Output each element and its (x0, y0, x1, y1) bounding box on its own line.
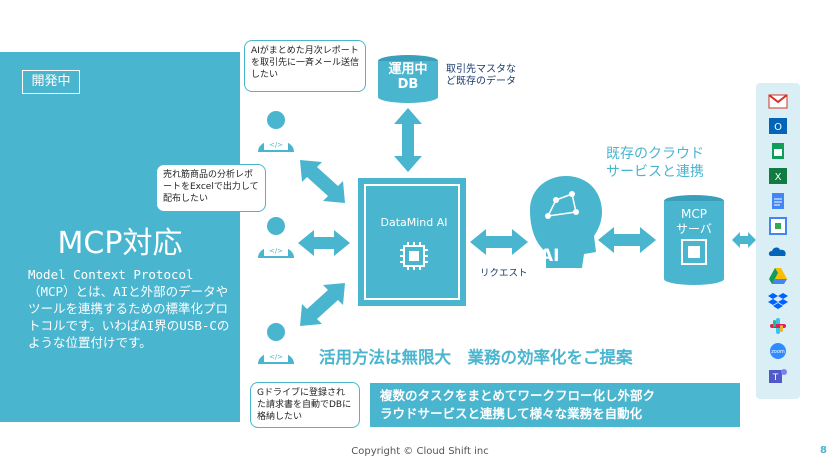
speech-bubble-bottom: Gドライブに登録された請求書を自動でDBに格納したい (250, 382, 360, 428)
services-arrow (732, 232, 756, 248)
request-label: リクエスト (480, 268, 528, 279)
user-icon: </> (258, 323, 294, 364)
speech-bubble-top: AIがまとめた月次レポートを取引先に一斉メール送信したい (244, 40, 366, 92)
left-panel (0, 52, 240, 422)
user1-arrow (300, 160, 345, 203)
status-tag: 開発中 (22, 70, 80, 94)
user2-arrow (298, 230, 350, 256)
page-number: 8 (820, 445, 827, 456)
svg-text:T: T (772, 373, 779, 383)
user3-arrow (300, 283, 345, 326)
zoom-icon: zoom (770, 343, 786, 359)
svg-text:</>: </> (269, 247, 283, 255)
svg-text:X: X (775, 172, 782, 183)
gmail-icon (768, 94, 788, 109)
svg-text:zoom: zoom (771, 349, 785, 355)
google-docs-icon (772, 193, 784, 209)
server-arrow (598, 227, 656, 253)
user-icon: </> (258, 217, 294, 258)
svg-text:</>: </> (269, 141, 283, 149)
page-title: MCP対応 (57, 226, 183, 261)
database-icon (378, 55, 438, 103)
copyright: Copyright © Cloud Shift inc (351, 446, 489, 457)
datamind-label: DataMind AI (380, 216, 448, 229)
services-column: O X zoom T (756, 83, 800, 399)
db-arrow (394, 108, 422, 172)
outlook-icon: O (769, 118, 787, 134)
ai-head-icon (530, 176, 602, 268)
google-calendar-icon (769, 217, 787, 235)
teams-icon: T (769, 369, 787, 383)
onedrive-icon (768, 247, 786, 256)
db-note: 取引先マスタなど既存のデータ (446, 64, 516, 87)
slack-icon (770, 318, 786, 334)
cloud-note: 既存のクラウドサービスと連携 (606, 146, 704, 180)
ai-label: AI (540, 246, 560, 266)
datamind-box: DataMind AI (358, 178, 466, 306)
mcp-description: Model Context Protocol（MCP）とは、AIと外部のデータや… (28, 267, 230, 350)
excel-icon: X (769, 168, 787, 184)
mcp-server-icon (664, 195, 724, 285)
google-sheets-icon (772, 143, 784, 159)
slogan: 活用方法は無限大 業務の効率化をご提案 (319, 348, 633, 367)
user-icon: </> (258, 111, 294, 152)
workflow-banner: 複数のタスクをまとめてワークフロー化し外部クラウドサービスと連携して様々な業務を… (370, 383, 740, 427)
speech-bubble-middle: 売れ筋商品の分析レポートをExcelで出力して配布したい (156, 164, 266, 212)
svg-text:O: O (774, 122, 782, 133)
google-drive-icon (769, 268, 787, 284)
chip-icon (400, 242, 428, 270)
ai-arrow (470, 229, 528, 255)
svg-text:</>: </> (269, 353, 283, 361)
dropbox-icon (768, 293, 788, 309)
